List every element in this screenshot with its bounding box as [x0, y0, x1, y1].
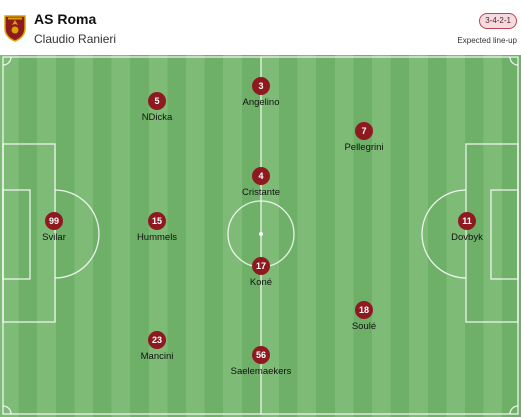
player-dovbyk[interactable]: 11 Dovbyk: [422, 212, 512, 243]
as-roma-crest-icon: [4, 15, 26, 42]
player-number-badge: 5: [148, 92, 166, 110]
player-cristante[interactable]: 4 Cristante: [216, 167, 306, 198]
player-number-badge: 23: [148, 331, 166, 349]
player-svilar[interactable]: 99 Svilar: [9, 212, 99, 243]
player-kone[interactable]: 17 Koné: [216, 257, 306, 288]
player-pellegrini[interactable]: 7 Pellegrini: [319, 122, 409, 153]
team-header: AS Roma Claudio Ranieri 3-4-2-1 Expected…: [0, 0, 521, 55]
player-name: NDicka: [141, 112, 173, 123]
player-hummels[interactable]: 15 Hummels: [112, 212, 202, 243]
coach-name: Claudio Ranieri: [34, 32, 117, 46]
player-number-badge: 17: [252, 257, 270, 275]
player-number-badge: 15: [148, 212, 166, 230]
player-name: Svilar: [42, 232, 66, 243]
player-name: Angelino: [242, 97, 280, 108]
player-number-badge: 7: [355, 122, 373, 140]
player-ndicka[interactable]: 5 NDicka: [112, 92, 202, 123]
lineup-status-label: Expected line-up: [457, 36, 517, 45]
player-number-badge: 4: [252, 167, 270, 185]
player-name: Hummels: [136, 232, 178, 243]
player-number-badge: 18: [355, 301, 373, 319]
player-number-badge: 3: [252, 77, 270, 95]
player-soule[interactable]: 18 Soulé: [319, 301, 409, 332]
player-number-badge: 99: [45, 212, 63, 230]
player-name: Cristante: [241, 187, 280, 198]
pitch: 99 Svilar 15 Hummels 5 NDicka 23 Mancini…: [0, 55, 521, 417]
player-name: Mancini: [140, 351, 174, 362]
team-name: AS Roma: [34, 11, 97, 27]
player-name: Soulé: [351, 321, 377, 332]
formation-badge[interactable]: 3-4-2-1: [479, 13, 517, 29]
player-name: Saelemaekers: [230, 366, 292, 377]
player-name: Pellegrini: [344, 142, 384, 153]
player-number-badge: 56: [252, 346, 270, 364]
player-name: Dovbyk: [451, 232, 483, 243]
player-name: Koné: [249, 277, 273, 288]
player-angelino[interactable]: 3 Angelino: [216, 77, 306, 108]
player-number-badge: 11: [458, 212, 476, 230]
player-saelemaekers[interactable]: 56 Saelemaekers: [216, 346, 306, 377]
player-mancini[interactable]: 23 Mancini: [112, 331, 202, 362]
